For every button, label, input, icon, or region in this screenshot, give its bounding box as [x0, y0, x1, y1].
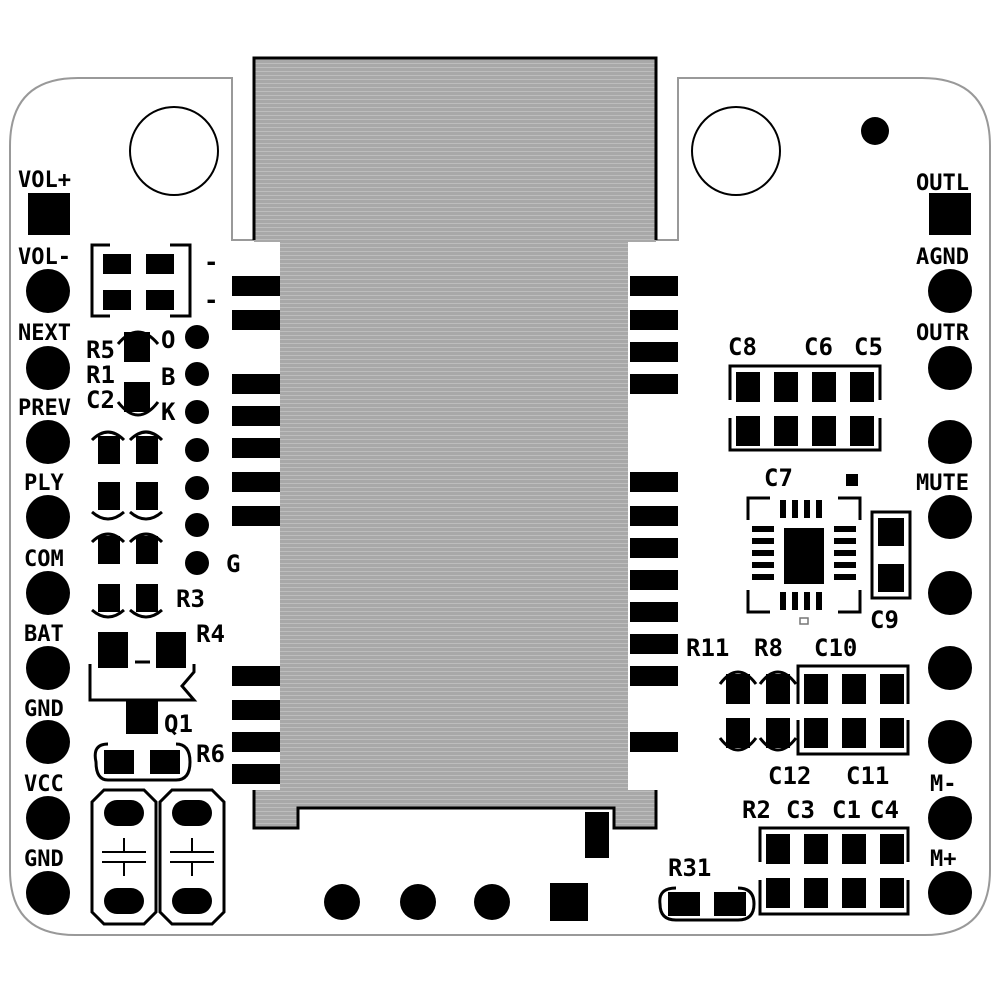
- pin-pad-square: [929, 193, 971, 235]
- pin-pad: [26, 646, 70, 690]
- pin-label-prev: PREV: [18, 396, 71, 421]
- pin-label-vol-minus: VOL-: [18, 245, 71, 270]
- pin-pad: [26, 495, 70, 539]
- pin-label-vol-plus: VOL+: [18, 168, 71, 193]
- label-c2: C2: [86, 386, 115, 414]
- c9-capacitor: C9: [870, 510, 912, 634]
- pin-pad: [928, 720, 972, 764]
- test-points: G: [185, 325, 240, 578]
- label-c10: C10: [814, 634, 857, 662]
- pin-pad: [928, 571, 972, 615]
- label-c8: C8: [728, 333, 757, 361]
- pin-label-outr: OUTR: [916, 321, 970, 346]
- label-r5: R5: [86, 336, 115, 364]
- label-r3: R3: [176, 585, 205, 613]
- left-pin-column: VOL+ VOL- NEXT PREV PLY COM BAT GND VCC …: [18, 168, 71, 915]
- pin-label-mute: MUTE: [916, 471, 969, 496]
- pin-pad: [928, 346, 972, 390]
- pin-label-com: COM: [24, 547, 64, 572]
- test-point-label-o: O: [161, 326, 175, 354]
- bottom-right-passives: R2 C3 C1 C4: [742, 796, 910, 916]
- test-point-label-k: K: [161, 398, 176, 426]
- pin-pad: [928, 420, 972, 464]
- pin-label-m-plus: M+: [930, 847, 957, 872]
- label-r2: R2: [742, 796, 771, 824]
- label-r4: R4: [196, 620, 225, 648]
- r5-r1-c2-group: R5 R1 C2 O B K: [86, 326, 176, 426]
- pin-pad: [928, 796, 972, 840]
- label-c7: C7: [764, 464, 793, 492]
- q1-transistor: R4 Q1: [88, 620, 225, 738]
- pin-pad: [26, 420, 70, 464]
- module-right-pads: [630, 276, 678, 752]
- pin-label-m-minus: M-: [930, 772, 957, 797]
- pin-pad: [26, 571, 70, 615]
- ic-chip: C7: [746, 464, 862, 625]
- mounting-hole-left: [129, 106, 219, 196]
- label-c3: C3: [786, 796, 815, 824]
- pin-label-ply: PLY: [24, 471, 64, 496]
- left-passives: R3: [90, 430, 205, 619]
- pin-label-vcc: VCC: [24, 772, 64, 797]
- pin-pad: [26, 269, 70, 313]
- pin-pad: [26, 796, 70, 840]
- test-point-label-g: G: [226, 550, 240, 578]
- pin-pad: [928, 269, 972, 313]
- pin-label-outl: OUTL: [916, 171, 969, 196]
- r6-resistor: R6: [93, 740, 225, 782]
- fiducial-dot: [861, 117, 889, 145]
- label-c5: C5: [854, 333, 883, 361]
- label-r11: R11: [686, 634, 729, 662]
- electrolytic-capacitors: [90, 788, 226, 926]
- dash-label-2: -: [204, 286, 218, 314]
- pin-label-next: NEXT: [18, 321, 71, 346]
- bottom-pads: [324, 812, 609, 921]
- resistor-cap-row: R11 R8 C10 C12 C11: [686, 634, 910, 790]
- label-c1: C1: [832, 796, 861, 824]
- label-c6: C6: [804, 333, 833, 361]
- switch-component: - -: [90, 243, 218, 318]
- module-left-pads: [232, 276, 280, 784]
- pin-pad-square: [28, 193, 70, 235]
- label-c4: C4: [870, 796, 899, 824]
- pin-label-gnd-2: GND: [24, 847, 64, 872]
- right-pin-column: OUTL AGND OUTR MUTE M- M+: [916, 171, 972, 915]
- cap-row-top: C8 C6 C5: [728, 333, 883, 452]
- pin-label-bat: BAT: [24, 622, 64, 647]
- pin-pad: [26, 871, 70, 915]
- label-c12: C12: [768, 762, 811, 790]
- label-c9: C9: [870, 606, 899, 634]
- r31-resistor: R31: [658, 854, 756, 922]
- dash-label-1: -: [204, 248, 218, 276]
- pin-label-agnd: AGND: [916, 245, 969, 270]
- label-q1: Q1: [164, 710, 193, 738]
- pin-pad: [928, 495, 972, 539]
- pin-pad: [26, 346, 70, 390]
- test-point-label-b: B: [161, 363, 175, 391]
- pin-pad: [26, 720, 70, 764]
- pin-label-gnd: GND: [24, 697, 64, 722]
- pin-pad: [928, 646, 972, 690]
- label-c11: C11: [846, 762, 889, 790]
- module: [252, 56, 658, 830]
- label-r6: R6: [196, 740, 225, 768]
- label-r31: R31: [668, 854, 711, 882]
- mounting-hole-right: [691, 106, 781, 196]
- label-r8: R8: [754, 634, 783, 662]
- pin-pad: [928, 871, 972, 915]
- label-r1: R1: [86, 361, 115, 389]
